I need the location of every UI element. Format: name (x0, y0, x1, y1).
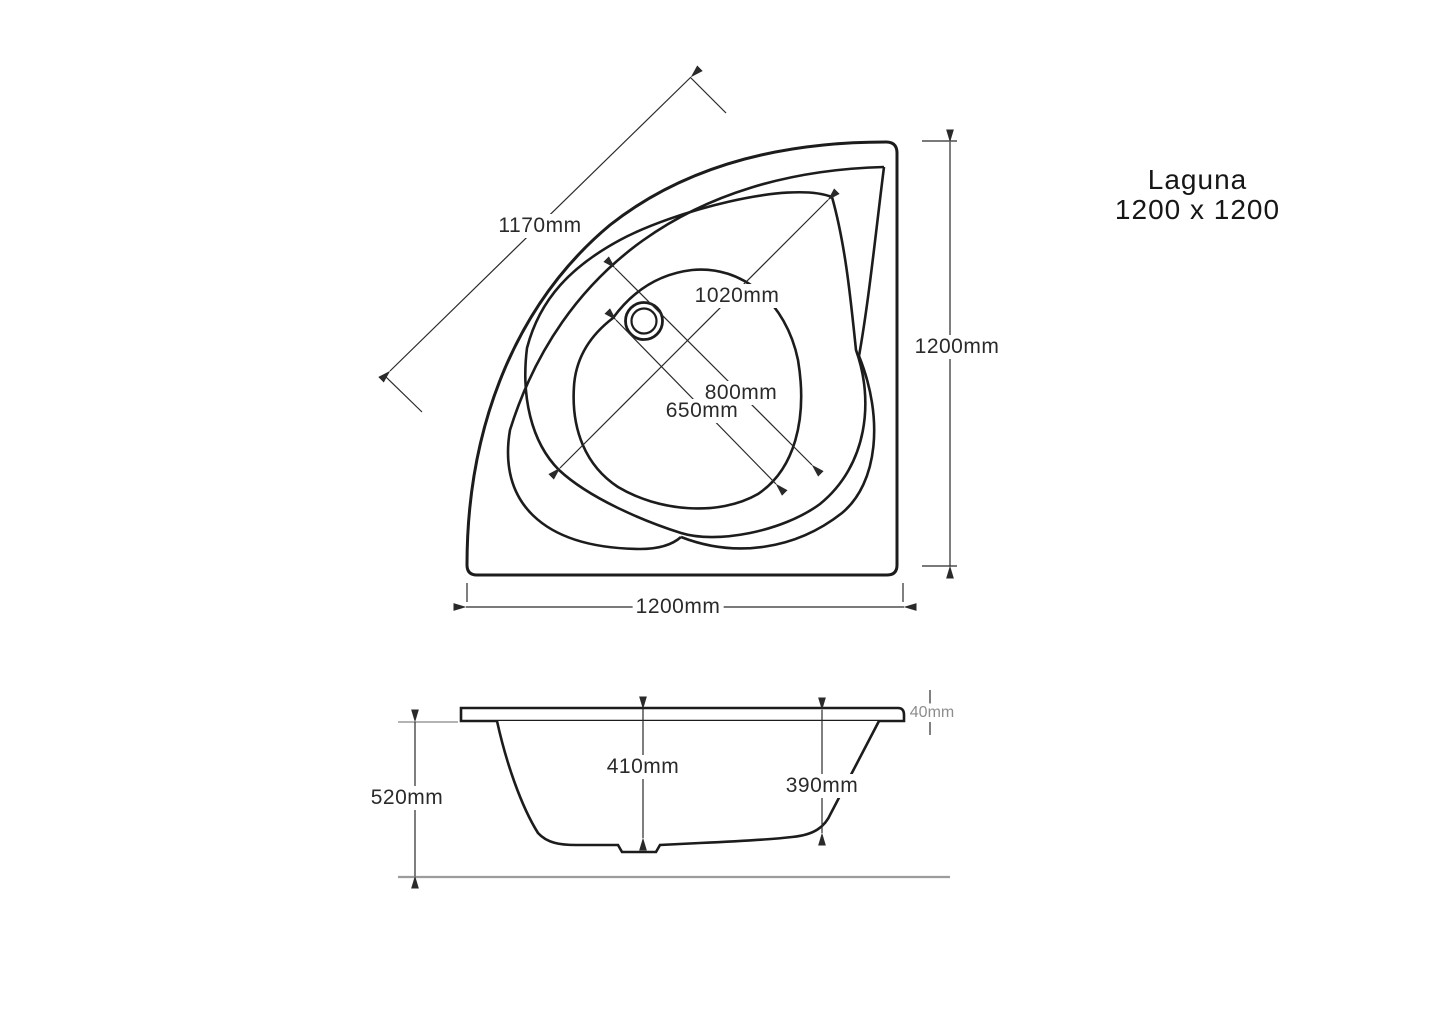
dim-label-rim-thickness: 40mm (906, 704, 958, 722)
dim-label-floor-width: 650mm (662, 399, 742, 423)
dim-tick-1170-upper (691, 78, 726, 113)
plan-rim-corner-wrap (681, 167, 884, 548)
side-tub-body (497, 721, 879, 852)
dim-label-front-diagonal: 1170mm (495, 214, 585, 238)
dim-label-basin-diagonal: 1020mm (691, 284, 783, 308)
plan-view (467, 142, 897, 575)
product-name: Laguna (1147, 164, 1248, 195)
title-block: Laguna 1200 x 1200 (1095, 166, 1300, 224)
product-size: 1200 x 1200 (1114, 194, 1281, 225)
dim-label-side-length: 1200mm (911, 335, 1003, 359)
side-view (398, 708, 950, 877)
side-rim-flange (461, 708, 904, 721)
plan-outer-shell (467, 142, 897, 575)
dim-label-inner-depth: 410mm (603, 755, 683, 779)
dim-label-overall-height: 520mm (367, 786, 447, 810)
dim-label-inner-depth-right: 390mm (782, 774, 862, 798)
dim-label-bottom-length: 1200mm (632, 595, 724, 619)
dim-tick-1170-lower (386, 377, 422, 412)
